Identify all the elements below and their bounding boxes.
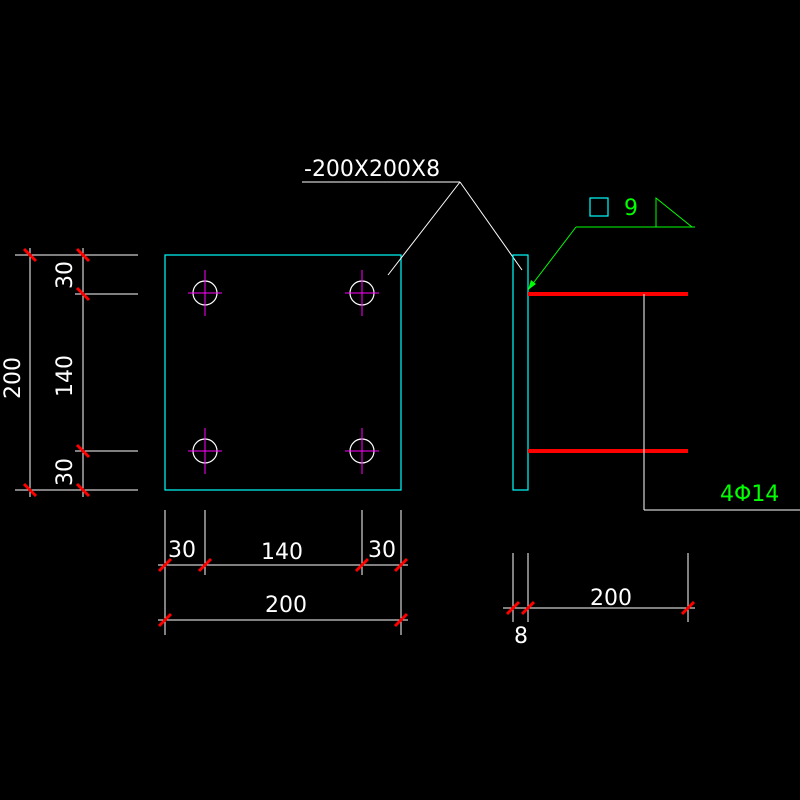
fillet-weld-icon [655, 196, 694, 228]
dim-plate-height: 200 [1, 357, 26, 399]
bolt-hole-top-left [188, 270, 222, 316]
plate-leader: -200X200X8 [302, 157, 523, 276]
bolt-hole-top-right [345, 270, 379, 316]
dim-plate-thickness: 8 [514, 624, 528, 649]
weld-size: 9 [624, 196, 638, 221]
rebar-label: 4Φ14 [720, 482, 779, 507]
weld-arrowhead [528, 280, 536, 290]
dim-right-edge: 30 [368, 538, 396, 563]
dim-top-edge: 30 [53, 261, 78, 289]
bolt-hole-bottom-right [345, 428, 379, 474]
bolt-hole-bottom-left [188, 428, 222, 474]
plate-side-outline [512, 254, 529, 491]
dim-bolt-spacing-horizontal: 140 [261, 540, 303, 565]
dim-plate-width: 200 [265, 593, 307, 618]
plate-spec-label: -200X200X8 [304, 157, 440, 182]
weld-leader [527, 226, 577, 291]
plate-outline [164, 254, 402, 491]
weld-square-icon [589, 197, 609, 217]
plate-front-view [164, 254, 402, 491]
weld-symbol: 9 [527, 196, 695, 291]
bottom-dimensions: 30 140 30 200 [157, 510, 409, 635]
left-dimensions: 200 30 140 30 [1, 247, 138, 498]
dim-bolt-spacing-vertical: 140 [53, 355, 78, 397]
dim-left-edge: 30 [168, 538, 196, 563]
side-dimensions: 8 200 [503, 553, 696, 649]
dim-rebar-length: 200 [590, 586, 632, 611]
plate-side-view: 4Φ14 [512, 254, 800, 511]
dim-bottom-edge: 30 [53, 458, 78, 486]
